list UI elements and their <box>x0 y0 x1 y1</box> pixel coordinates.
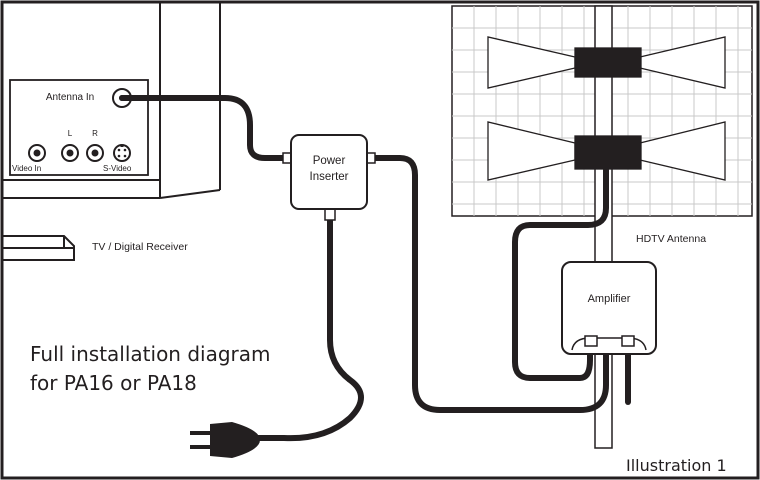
video-in-label: Video In <box>12 164 41 173</box>
tv-receiver-label: TV / Digital Receiver <box>92 241 188 253</box>
hdtv-antenna-label: HDTV Antenna <box>636 233 706 245</box>
right-channel-label: R <box>92 129 98 138</box>
digital-receiver-box <box>2 235 75 261</box>
antenna-upper-bowtie <box>487 36 726 89</box>
antenna-in-label: Antenna In <box>46 92 94 103</box>
hdtv-antenna <box>451 5 753 449</box>
amplifier-label: Amplifier <box>588 293 631 305</box>
power-inserter-label-1: Power <box>313 155 346 167</box>
audio-left-jack <box>61 144 79 162</box>
power-inserter-label-2: Inserter <box>310 171 349 183</box>
antenna-lower-bowtie <box>487 121 726 181</box>
caption-line-2: for PA16 or PA18 <box>30 371 197 395</box>
tv-back-panel: Antenna In L R Video In S-Video <box>9 79 149 176</box>
illustration-label: Illustration 1 <box>626 456 727 475</box>
audio-right-jack <box>86 144 104 162</box>
video-in-jack <box>28 144 46 162</box>
amplifier: Amplifier <box>561 261 657 355</box>
power-plug <box>190 422 260 458</box>
svideo-jack <box>113 144 131 162</box>
left-channel-label: L <box>68 129 73 138</box>
power-inserter: Power Inserter <box>282 134 376 221</box>
caption-line-1: Full installation diagram <box>30 342 271 366</box>
coax-cables <box>119 95 631 442</box>
svideo-label: S-Video <box>103 164 132 173</box>
